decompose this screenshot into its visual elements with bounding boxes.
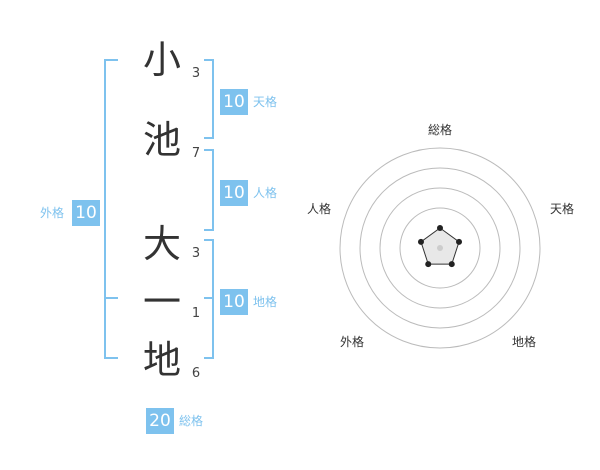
soukaku-value: 20 <box>146 408 174 434</box>
chikaku-value: 10 <box>220 289 248 315</box>
name-char-5: 地 <box>142 338 181 382</box>
tenkaku-value: 10 <box>220 89 248 115</box>
stroke-count-2: 7 <box>191 146 201 161</box>
radar-point-4 <box>425 261 432 268</box>
name-char-3: 大 <box>142 222 181 266</box>
radar-point-3 <box>448 261 455 268</box>
radar-ring-3 <box>379 187 501 309</box>
tenkaku-label: 天格 <box>253 95 278 109</box>
radar-label-soukaku: 総格 <box>428 122 452 137</box>
radar-ring-1 <box>339 147 541 349</box>
radar-point-2 <box>456 238 463 245</box>
radar-ring-4 <box>399 207 481 289</box>
name-char-2: 池 <box>142 118 181 162</box>
radar-point-5 <box>417 238 424 245</box>
radar-ring-2 <box>359 167 521 329</box>
gaikaku-value: 10 <box>72 200 100 226</box>
stroke-count-5: 6 <box>191 366 201 381</box>
radar-label-jinkaku: 人格 <box>307 201 331 216</box>
radar-center <box>437 245 443 251</box>
radar-label-chikaku: 地格 <box>512 334 536 349</box>
stroke-count-3: 3 <box>191 246 201 261</box>
chikaku-label: 地格 <box>253 295 278 309</box>
soukaku-label: 総格 <box>179 414 204 428</box>
name-char-4: 一 <box>142 280 181 324</box>
jinkaku-value: 10 <box>220 180 248 206</box>
radar-label-tenkaku: 天格 <box>550 201 574 216</box>
stroke-count-4: 1 <box>191 306 201 321</box>
stroke-count-1: 3 <box>191 66 201 81</box>
jinkaku-label: 人格 <box>253 186 278 200</box>
name-char-1: 小 <box>142 38 181 82</box>
radar-point-1 <box>437 225 443 231</box>
gaikaku-label: 外格 <box>40 206 65 220</box>
radar-label-gaikaku: 外格 <box>340 334 364 349</box>
